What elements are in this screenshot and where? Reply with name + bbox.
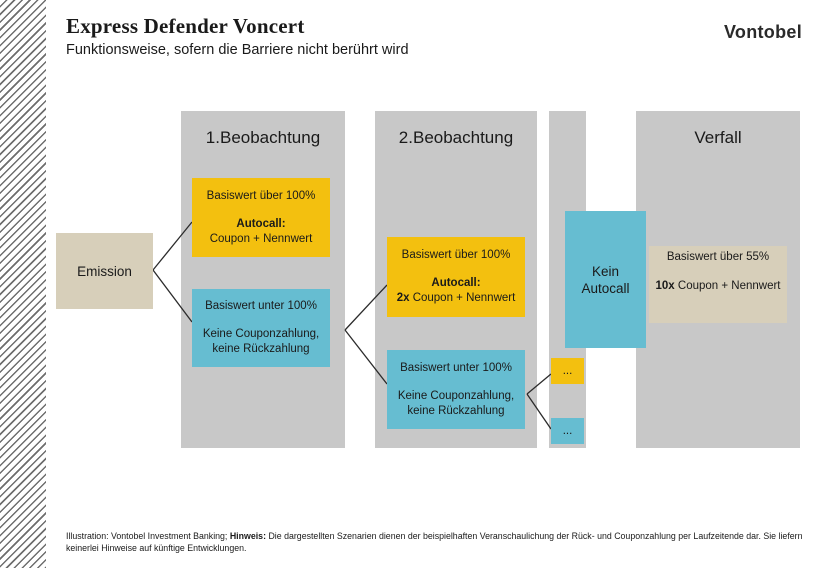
- connector-obs2-lower: [526, 393, 552, 430]
- ellipsis-upper-label: ...: [562, 364, 573, 377]
- emission-box: Emission: [56, 233, 153, 309]
- obs1-above-action: Coupon + Nennwert: [209, 232, 313, 245]
- obs1-below-condition: Basiswert unter 100%: [205, 300, 317, 312]
- obs1-above-condition: Basiswert über 100%: [206, 189, 316, 202]
- obs2-below-line2: keine Rückzahlung: [407, 404, 505, 417]
- vontobel-logo: Vontobel: [723, 22, 802, 42]
- obs1-below-line2: keine Rückzahlung: [212, 343, 310, 355]
- obs1-below-line1: Keine Couponzahlung,: [202, 328, 320, 340]
- ellipsis-lower-label: ...: [562, 424, 573, 437]
- column-observation-1: 1.Beobachtung: [181, 111, 345, 448]
- obs2-above-action: Coupon + Nennwert: [412, 292, 516, 304]
- no-autocall-box: Kein Autocall: [565, 211, 646, 348]
- obs2-below-line1: Keine Couponzahlung,: [397, 389, 515, 402]
- footer-disclaimer: Illustration: Vontobel Investment Bankin…: [66, 531, 806, 554]
- obs2-above-condition: Basiswert über 100%: [401, 249, 511, 261]
- hatched-side-stripe: [0, 0, 46, 568]
- obs2-above-box: Basiswert über 100% Autocall: 2x Coupon …: [387, 237, 525, 317]
- obs2-below-condition: Basiswert unter 100%: [400, 361, 512, 374]
- footer-note-label: Hinweis:: [229, 531, 266, 541]
- ellipsis-lower-box: ...: [551, 418, 584, 444]
- page-title: Express Defender Voncert: [66, 14, 305, 38]
- maturity-action: Coupon + Nennwert: [677, 280, 781, 292]
- connector-obs1-above: [344, 284, 388, 331]
- obs2-below-box: Basiswert unter 100% Keine Couponzahlung…: [387, 350, 525, 429]
- column-observation-2-title: 2.Beobachtung: [398, 128, 514, 147]
- obs1-above-action-bold: Autocall:: [236, 217, 286, 230]
- footer-text: Die dargestellten Szenarien dienen der b…: [66, 531, 803, 553]
- maturity-box: Basiswert über 55% 10x Coupon + Nennwert: [649, 246, 787, 323]
- column-maturity-title: Verfall: [694, 128, 742, 147]
- ellipsis-upper-box: ...: [551, 358, 584, 384]
- obs2-above-action-bold: Autocall:: [431, 277, 481, 289]
- obs1-above-box: Basiswert über 100% Autocall: Coupon + N…: [192, 178, 330, 257]
- connector-obs1-below: [344, 329, 388, 385]
- obs2-above-multiplier: 2x: [396, 292, 410, 304]
- page-subtitle: Funktionsweise, sofern die Barriere nich…: [66, 42, 409, 58]
- emission-label: Emission: [77, 263, 132, 279]
- connector-obs2-upper: [526, 373, 552, 395]
- no-autocall-line1: Kein: [591, 263, 620, 279]
- no-autocall-line2: Autocall: [581, 280, 630, 296]
- column-observation-1-title: 1.Beobachtung: [205, 128, 321, 147]
- connector-emission-above: [152, 221, 193, 271]
- maturity-condition: Basiswert über 55%: [666, 251, 770, 263]
- maturity-multiplier: 10x: [655, 280, 675, 292]
- obs1-below-box: Basiswert unter 100% Keine Couponzahlung…: [192, 289, 330, 367]
- connector-emission-below: [152, 269, 193, 323]
- footer-prefix: Illustration: Vontobel Investment Bankin…: [66, 531, 230, 541]
